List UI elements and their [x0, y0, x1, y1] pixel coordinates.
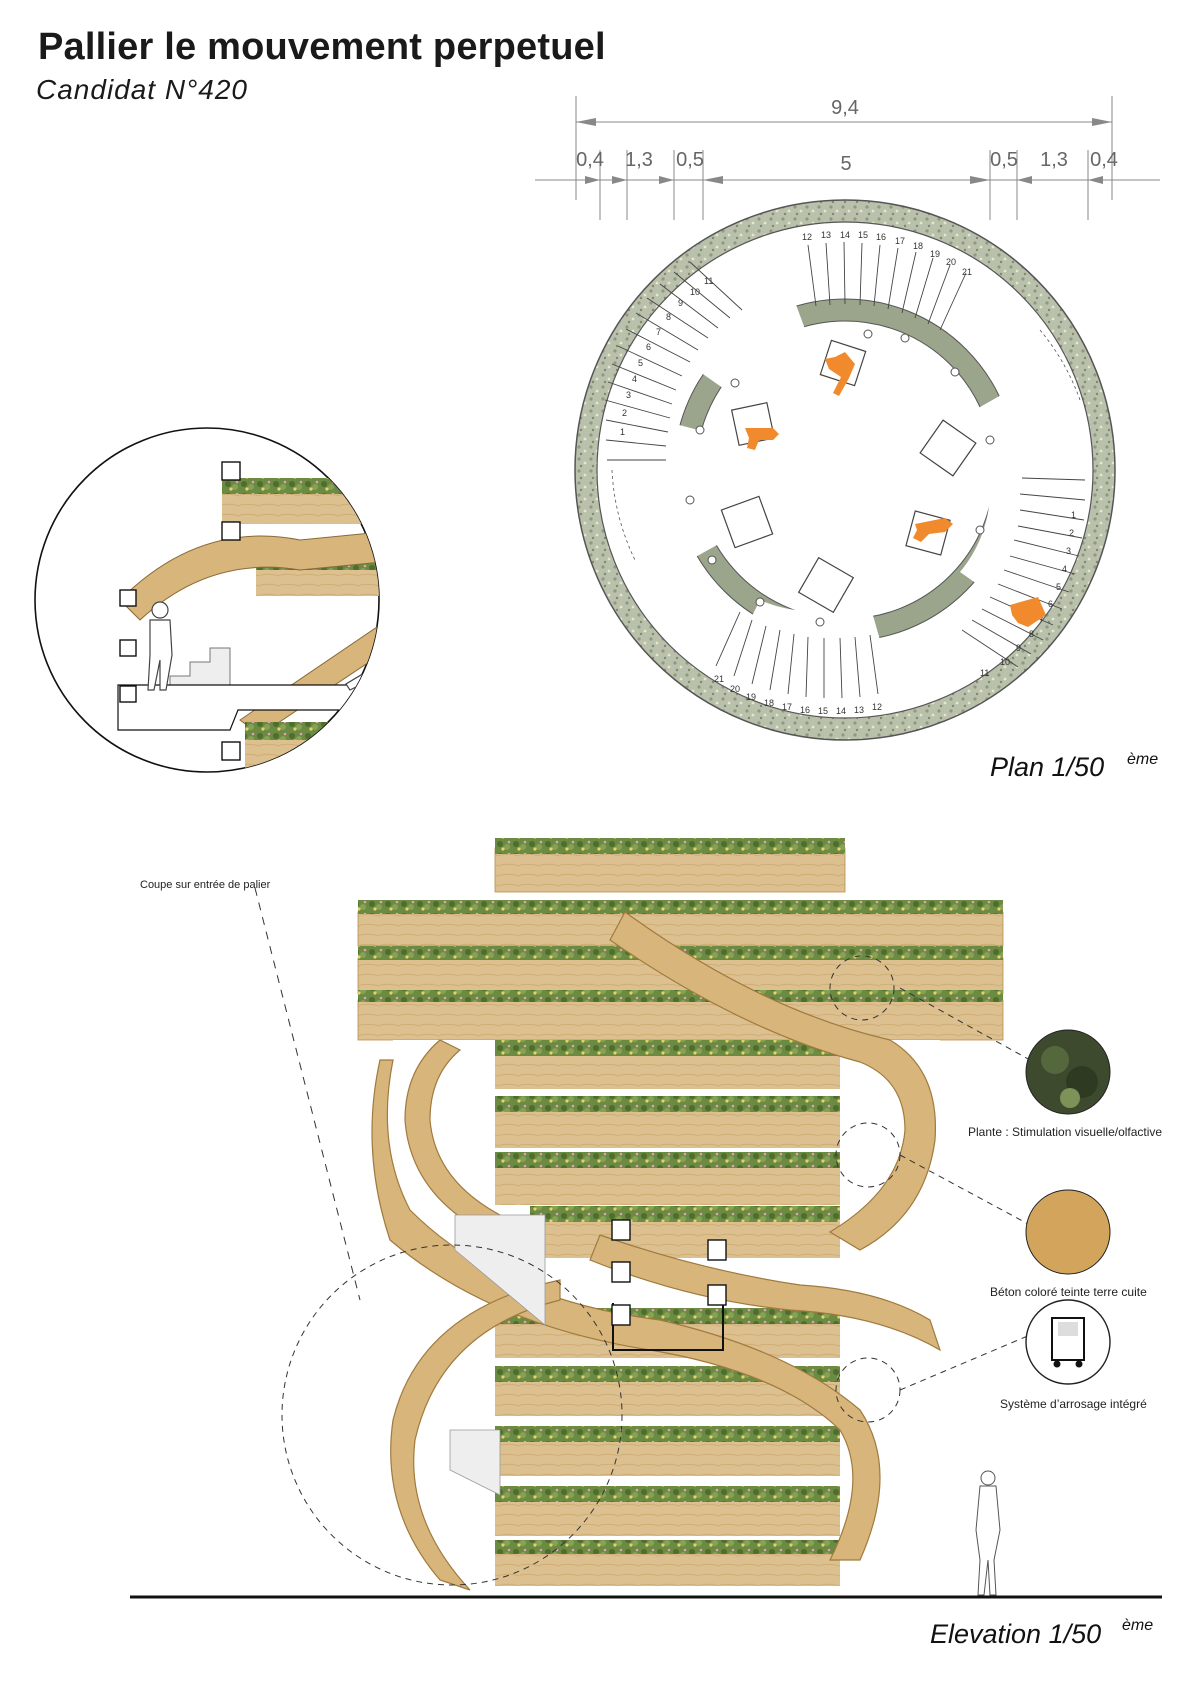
svg-text:9: 9 — [678, 298, 683, 308]
dimension-segment-4: 5 — [840, 153, 851, 175]
dimension-segment-2: 1,3 — [625, 149, 653, 171]
legend-label-irrigation: Système d’arrosage intégré — [1000, 1397, 1147, 1411]
svg-text:12: 12 — [802, 232, 812, 242]
svg-text:10: 10 — [690, 287, 700, 297]
legend-label-concrete: Béton coloré teinte terre cuite — [990, 1285, 1147, 1299]
svg-text:8: 8 — [666, 312, 671, 322]
planter-ring-lights — [685, 329, 995, 627]
material-legend: Plante : Stimulation visuelle/olfactive … — [968, 1029, 1162, 1411]
svg-text:15: 15 — [818, 706, 828, 716]
svg-text:3: 3 — [1066, 546, 1071, 556]
svg-text:14: 14 — [840, 230, 850, 240]
section-detail-circle — [34, 427, 380, 773]
svg-text:20: 20 — [730, 684, 740, 694]
section-leader-line — [254, 887, 361, 1301]
page-subtitle: Candidat N°420 — [36, 74, 248, 105]
legend-label-plant: Plante : Stimulation visuelle/olfactive — [968, 1125, 1162, 1139]
dimension-segment-3: 0,5 — [676, 149, 704, 171]
page-title: Pallier le mouvement perpetuel — [38, 26, 606, 68]
circular-plan: 12 13 14 15 16 17 18 19 20 21 11 10 9 8 … — [574, 199, 1116, 741]
dimension-chain — [535, 96, 1160, 220]
svg-text:7: 7 — [656, 327, 661, 337]
dimension-segment-7: 0,4 — [1090, 149, 1118, 171]
svg-text:13: 13 — [821, 230, 831, 240]
elevation-drawing — [130, 838, 1162, 1599]
svg-text:17: 17 — [782, 702, 792, 712]
svg-text:1: 1 — [620, 427, 625, 437]
plan-scale-label: Plan 1/50 — [990, 752, 1104, 782]
svg-text:21: 21 — [714, 674, 724, 684]
svg-text:16: 16 — [876, 232, 886, 242]
svg-text:21: 21 — [962, 267, 972, 277]
stair-step-numbers: 12 13 14 15 16 17 18 19 20 21 11 10 9 8 … — [620, 230, 1076, 716]
svg-text:19: 19 — [930, 249, 940, 259]
svg-text:4: 4 — [1062, 564, 1067, 574]
svg-text:4: 4 — [632, 374, 637, 384]
svg-text:8: 8 — [1029, 629, 1034, 639]
svg-text:3: 3 — [626, 390, 631, 400]
section-label: Coupe sur entrée de palier — [140, 879, 271, 891]
svg-text:13: 13 — [854, 705, 864, 715]
dimension-segment-1: 0,4 — [576, 149, 604, 171]
svg-text:18: 18 — [764, 698, 774, 708]
svg-text:20: 20 — [946, 257, 956, 267]
svg-text:2: 2 — [1069, 528, 1074, 538]
elevation-scale-label: Elevation 1/50 — [930, 1619, 1101, 1649]
svg-text:12: 12 — [872, 702, 882, 712]
svg-text:18: 18 — [913, 241, 923, 251]
svg-text:5: 5 — [1056, 582, 1061, 592]
dimension-arrows — [576, 118, 1112, 184]
svg-text:5: 5 — [638, 358, 643, 368]
svg-text:15: 15 — [858, 230, 868, 240]
elevation-scale-suffix: ème — [1122, 1617, 1153, 1634]
dimension-segment-6: 1,3 — [1040, 149, 1068, 171]
svg-text:9: 9 — [1016, 643, 1021, 653]
dimension-total: 9,4 — [831, 97, 859, 119]
svg-text:2: 2 — [622, 408, 627, 418]
svg-text:11: 11 — [704, 276, 713, 286]
svg-text:17: 17 — [895, 236, 905, 246]
plan-people-figures — [745, 352, 1046, 627]
svg-text:7: 7 — [1039, 614, 1044, 624]
svg-text:10: 10 — [1000, 657, 1010, 667]
svg-text:14: 14 — [836, 706, 846, 716]
concrete-swatch-icon — [1025, 1189, 1111, 1275]
svg-text:1: 1 — [1071, 510, 1076, 520]
plan-scale-suffix: ème — [1127, 751, 1158, 768]
svg-text:19: 19 — [746, 692, 756, 702]
svg-text:6: 6 — [646, 342, 651, 352]
dimension-segment-5: 0,5 — [990, 149, 1018, 171]
svg-text:6: 6 — [1048, 599, 1053, 609]
svg-text:16: 16 — [800, 705, 810, 715]
svg-text:11: 11 — [980, 668, 989, 678]
elevation-irrigation-boxes — [611, 1219, 727, 1326]
